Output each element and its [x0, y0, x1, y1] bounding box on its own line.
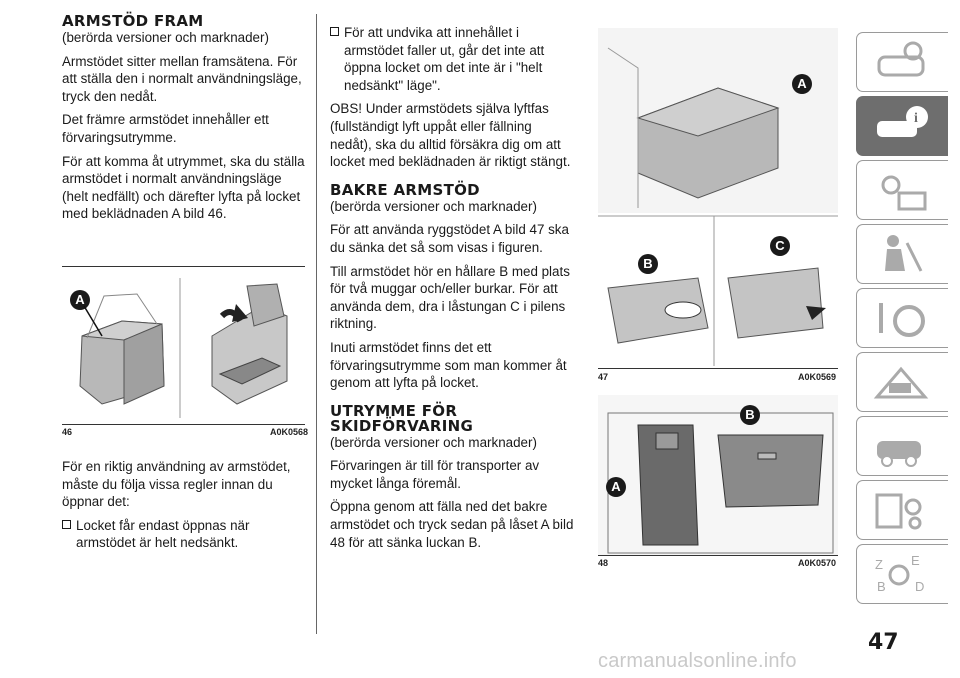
figure-number: 48	[598, 558, 609, 568]
figure-46: A	[62, 266, 305, 438]
paragraph: Inuti armstödet finns det ett förvarings…	[330, 339, 567, 391]
figure-47: A B C	[598, 28, 838, 386]
paragraph: För att använda ryggstödet A bild 47 ska…	[330, 222, 569, 255]
callout-A: A	[792, 74, 812, 94]
figure-number: 47	[598, 372, 609, 382]
section-subheading: (berörda versioner och marknader)	[330, 198, 537, 214]
side-tab-emergency[interactable]	[856, 352, 948, 412]
left-column: ARMSTÖD FRAM (berörda versioner och mark…	[62, 14, 307, 229]
car-info-icon: i	[877, 106, 928, 137]
figure-code: A0K0568	[270, 427, 309, 437]
figure-code: A0K0570	[798, 558, 837, 568]
left-column-lower: För en riktig användning av armstödet, m…	[62, 458, 307, 558]
page-number: 47	[868, 630, 899, 655]
bullet-item: Locket får endast öppnas när armstödet ä…	[62, 517, 307, 552]
side-tab-index[interactable]: Z E B D	[856, 544, 948, 604]
emergency-icon	[873, 366, 929, 399]
callout-line	[83, 305, 103, 337]
figure-rule	[62, 266, 305, 267]
warning-lights-icon	[881, 175, 927, 211]
side-tab-safety[interactable]	[856, 224, 948, 284]
armrest-front-illustration	[79, 278, 288, 418]
side-tab-driving[interactable]	[856, 288, 948, 348]
middle-column: För att undvika att innehållet i armstöd…	[330, 24, 575, 557]
figure-code: A0K0569	[798, 372, 837, 382]
callout-B: B	[740, 405, 760, 425]
figure-number: 46	[62, 427, 73, 437]
section-heading-ski-storage: UTRYMME FÖR	[330, 401, 458, 420]
figure-rule	[62, 424, 305, 425]
side-tab-info[interactable]: i	[856, 96, 948, 156]
safety-airbag-icon	[885, 235, 923, 272]
callout-C: C	[770, 236, 790, 256]
paragraph: Öppna genom att fälla ned det bakre arms…	[330, 499, 574, 550]
paragraph: För att komma åt utrymmet, ska du ställa…	[62, 153, 305, 222]
figure-rule	[598, 555, 838, 556]
technical-data-icon	[875, 493, 922, 530]
rear-armrest-illustration	[598, 28, 838, 366]
ski-storage-illustration	[598, 395, 838, 555]
paragraph: Armstödet sitter mellan framsätena. För …	[62, 53, 302, 104]
watermark: carmanualsonline.info	[598, 650, 797, 672]
bullet-box-icon	[330, 27, 339, 36]
steering-wheel-icon	[879, 303, 925, 337]
svg-text:Z: Z	[875, 557, 883, 572]
bullet-item: För att undvika att innehållet i armstöd…	[330, 24, 575, 94]
side-tab-warning-lights[interactable]	[856, 160, 948, 220]
figure-rule	[598, 368, 838, 369]
column-divider	[316, 14, 317, 634]
paragraph: Till armstödet hör en hållare B med plat…	[330, 263, 570, 332]
figure-48: B A	[598, 395, 838, 567]
svg-text:B: B	[877, 579, 886, 594]
paragraph: Det främre armstödet innehåller ett förv…	[62, 112, 269, 145]
section-subheading: (berörda versioner och marknader)	[62, 30, 269, 45]
paragraph: För en riktig användning av armstödet, m…	[62, 459, 291, 510]
section-heading-ski-storage-2: SKIDFÖRVARING	[330, 416, 474, 435]
callout-B: B	[638, 254, 658, 274]
side-tab-technical-data[interactable]	[856, 480, 948, 540]
svg-text:D: D	[915, 579, 924, 594]
svg-text:i: i	[914, 111, 918, 126]
index-icon: Z E B D	[875, 553, 924, 594]
side-tab-dashboard[interactable]	[856, 32, 948, 92]
paragraph: Förvaringen är till för transporter av m…	[330, 458, 540, 491]
side-tab-maintenance[interactable]	[856, 416, 948, 476]
section-subheading: (berörda versioner och marknader)	[330, 434, 537, 450]
car-maintenance-icon	[877, 441, 921, 467]
section-heading-rear-armrest: BAKRE ARMSTÖD	[330, 180, 480, 199]
svg-text:E: E	[911, 553, 920, 568]
paragraph: OBS! Under armstödets själva lyftfas (fu…	[330, 101, 571, 170]
callout-A: A	[70, 290, 90, 310]
car-dashboard-icon	[877, 41, 925, 77]
bullet-box-icon	[62, 519, 71, 529]
callout-A: A	[606, 477, 626, 497]
section-heading-front-armrest: ARMSTÖD FRAM	[62, 12, 204, 30]
